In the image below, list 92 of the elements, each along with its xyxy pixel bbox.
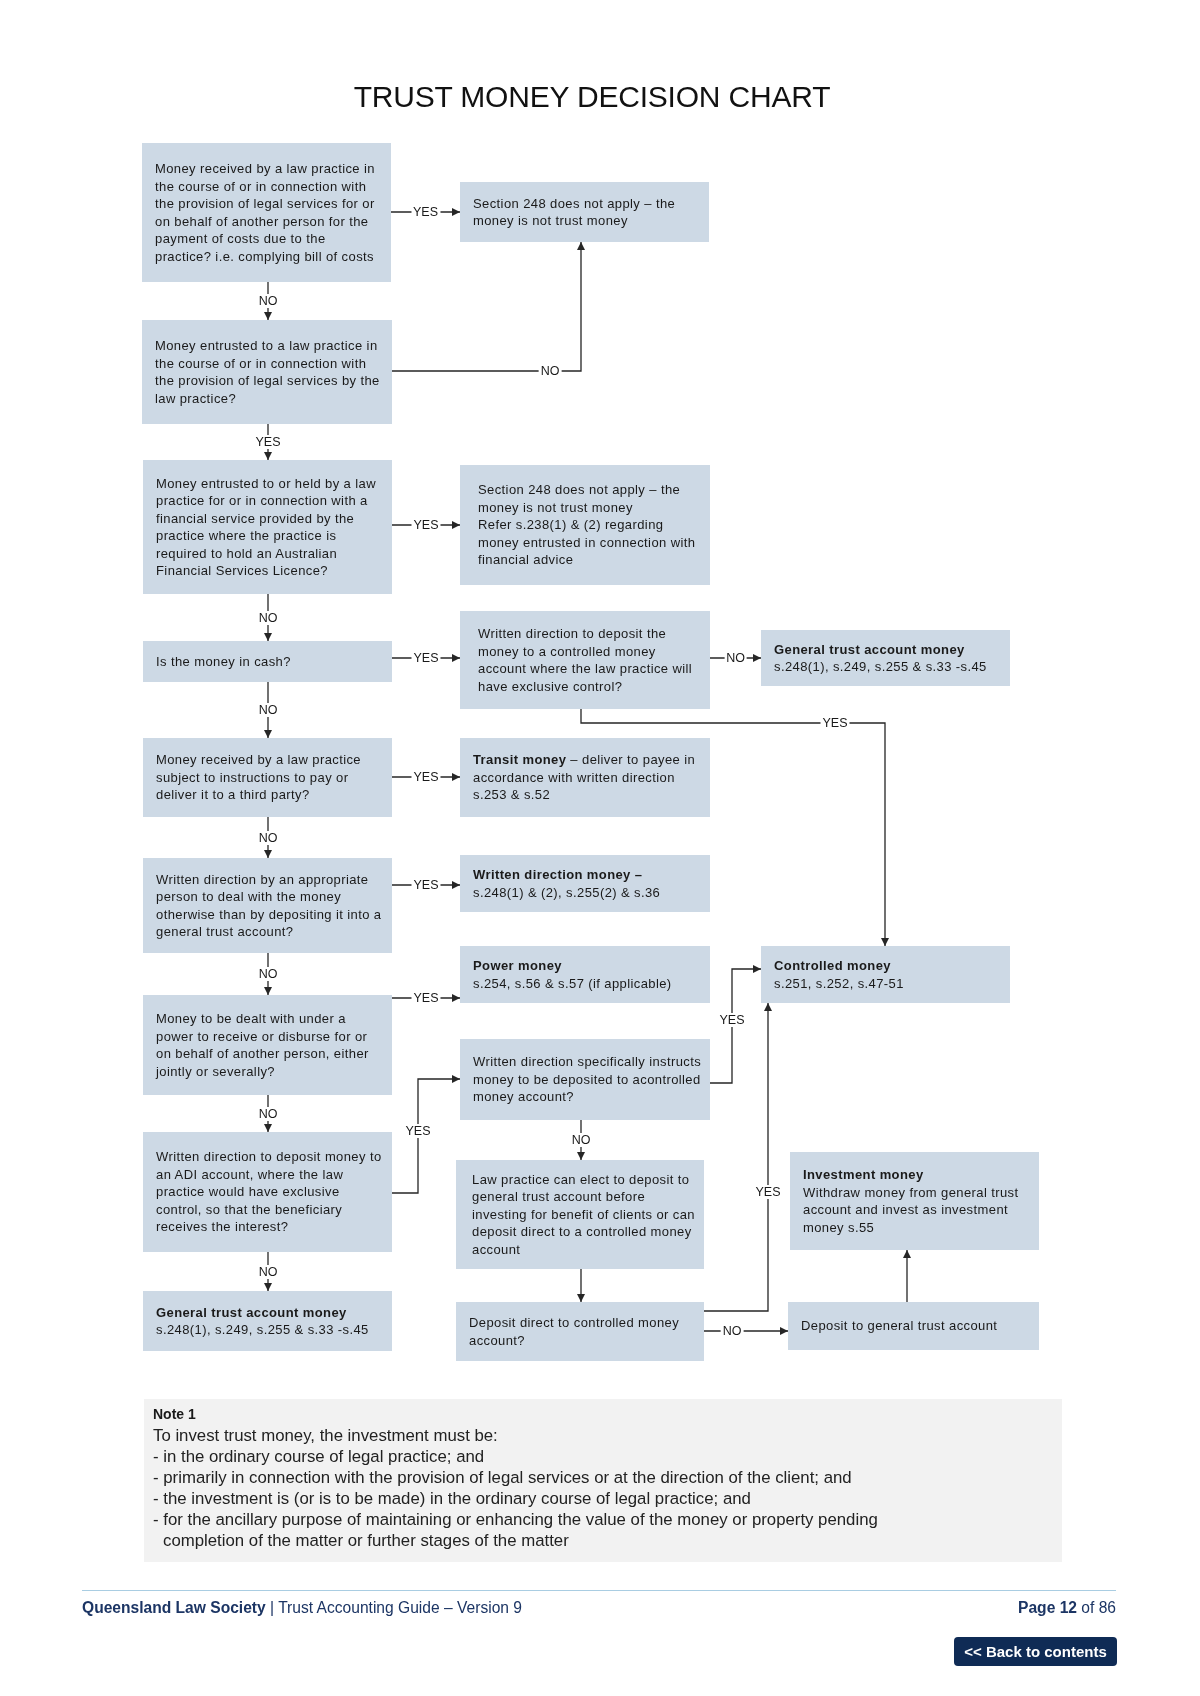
box-text: s.254, s.56 & s.57 (if applicable) — [473, 974, 673, 992]
footer-text: Queensland Law Society | Trust Accounting Guide – Version 9 — [82, 1598, 523, 1618]
box-text: Transit money – deliver to payee in accordance with written direction s.253 & s.52 — [473, 751, 697, 804]
arrow — [703, 1327, 789, 1335]
flowchart-box — [143, 738, 392, 817]
note-heading: Note 1 — [153, 1405, 197, 1424]
box-text: s.248(1) & (2), s.255(2) & s.36 — [473, 883, 662, 901]
box-text: Money entrusted to a law practice in the course of or in connection with the provision of legal services by the law practice? — [155, 337, 381, 407]
flowchart-box — [456, 1160, 704, 1269]
box-heading: Investment money — [803, 1166, 925, 1184]
box-text: Deposit to general trust account — [801, 1317, 999, 1335]
box-text: Money received by a law practice subject to instructions to pay or deliver it to a third party? — [156, 751, 362, 804]
flowchart-box — [143, 995, 392, 1095]
flowchart-box — [456, 1302, 704, 1361]
edge-label: YES — [411, 878, 441, 892]
edge-label: NO — [256, 1264, 280, 1279]
outcome-box — [460, 946, 710, 1003]
edge-label: NO — [256, 1106, 280, 1121]
box-heading: General trust account money — [156, 1303, 348, 1321]
edge-label: YES — [717, 1013, 747, 1027]
note-text: To invest trust money, the investment must be: — [153, 1425, 499, 1446]
edge-label: YES — [403, 1124, 433, 1138]
back-to-contents-button: << Back to contents — [954, 1637, 1117, 1666]
edge-label: YES — [411, 205, 440, 219]
box-text: s.251, s.252, s.47-51 — [774, 974, 905, 992]
note-text: - the investment is (or is to be made) in the ordinary course of legal practice; and — [153, 1488, 752, 1509]
box-text: Money received by a law practice in the course of or in connection with the provision of legal services for or on behalf of another person for the payment of costs due to the practice? i.e. complying bill of costs — [155, 160, 376, 265]
outcome-box — [143, 1291, 392, 1351]
edge-label: YES — [753, 1185, 783, 1199]
note-text: - for the ancillary purpose of maintaining or enhancing the value of the money or property pending completion of the matter or further stages of the matter — [153, 1509, 879, 1551]
arrow — [709, 965, 762, 1084]
box-text: s.248(1), s.249, s.255 & s.33 -s.45 — [774, 658, 988, 676]
edge-label: YES — [411, 518, 441, 532]
box-text: Section 248 does not apply – the money is not trust money — [478, 481, 682, 517]
note-text: - in the ordinary course of legal practice; and — [153, 1446, 486, 1467]
box-heading: Power money — [473, 957, 563, 975]
box-text: Deposit direct to controlled money account? — [469, 1314, 681, 1349]
edge-label: NO — [256, 294, 280, 308]
box-heading: Written direction money – — [473, 866, 644, 884]
chart-title: TRUST MONEY DECISION CHART — [353, 79, 831, 115]
arrow — [580, 708, 889, 947]
edge-label: NO — [256, 830, 280, 845]
flowchart-box — [460, 1039, 710, 1120]
box-heading: Controlled money — [774, 957, 892, 975]
box-text: Written direction by an appropriate person to deal with the money otherwise than by depositing it into a general trust account? — [156, 870, 383, 941]
edge-label: NO — [724, 651, 747, 665]
box-heading: General trust account money — [774, 640, 966, 658]
outcome-box — [761, 946, 1010, 1003]
box-text: Section 248 does not apply – the money is not trust money — [473, 194, 677, 230]
flowchart-box — [143, 858, 392, 953]
edge-label: YES — [253, 435, 283, 449]
edge-label: NO — [256, 967, 280, 981]
flowchart-box — [460, 738, 710, 817]
box-text: Money to be dealt with under a power to receive or disburse for or on behalf of another person, either jointly or severally? — [156, 1010, 370, 1080]
flowchart-box — [460, 182, 709, 242]
note-text: - primarily in connection with the provision of legal services or at the direction of the client; and — [153, 1467, 853, 1488]
box-text: s.248(1), s.249, s.255 & s.33 -s.45 — [156, 1321, 370, 1339]
box-text: Written direction specifically instructs money to be deposited to acontrolled money account? — [473, 1053, 702, 1106]
arrow — [264, 681, 272, 739]
page-number: Page 12 of 86 — [1018, 1598, 1116, 1618]
edge-label: NO — [538, 364, 562, 378]
edge-label: YES — [820, 716, 850, 730]
outcome-box — [761, 630, 1010, 686]
box-text: Withdraw money from general trust account and invest as investment money s.55 — [803, 1183, 1020, 1236]
flowchart-box — [143, 1132, 392, 1252]
arrow — [391, 1075, 461, 1194]
edge-label: NO — [256, 703, 280, 717]
box-text: Money entrusted to or held by a law practice for or in connection with a financial service provided by the practice where the practice is required to hold an Australian Financial Services Licence? — [156, 474, 377, 580]
edge-label: YES — [411, 991, 441, 1005]
edge-label: NO — [720, 1324, 744, 1338]
flowchart-box — [142, 143, 391, 282]
arrow — [703, 1002, 772, 1312]
box-text: Refer s.238(1) & (2) regarding money entrusted in connection with financial advice — [478, 516, 697, 569]
arrow — [577, 1268, 585, 1303]
flowchart-box — [142, 320, 392, 424]
flowchart-box — [143, 641, 392, 682]
flowchart-box — [460, 611, 710, 709]
box-text: Law practice can elect to deposit to general trust account before investing for benefit of clients or can deposit direct to a controlled money account — [472, 1170, 696, 1259]
flowchart-box — [460, 465, 710, 585]
edge-label: NO — [569, 1133, 593, 1147]
arrow — [391, 241, 585, 372]
outcome-box — [460, 855, 710, 912]
flowchart-box — [143, 460, 392, 594]
outcome-box — [790, 1152, 1039, 1250]
box-text: Written direction to deposit the money to a controlled money account where the law practice will have exclusive control? — [478, 625, 694, 695]
box-text: Written direction to deposit money to an ADI account, where the law practice would have exclusive control, so that the beneficiary receives the interest? — [156, 1148, 383, 1236]
edge-label: NO — [256, 610, 280, 625]
edge-label: YES — [411, 651, 441, 665]
arrow — [903, 1249, 911, 1303]
box-text: Is the money in cash? — [156, 652, 292, 671]
edge-label: YES — [411, 770, 441, 784]
flowchart-box — [788, 1302, 1039, 1350]
